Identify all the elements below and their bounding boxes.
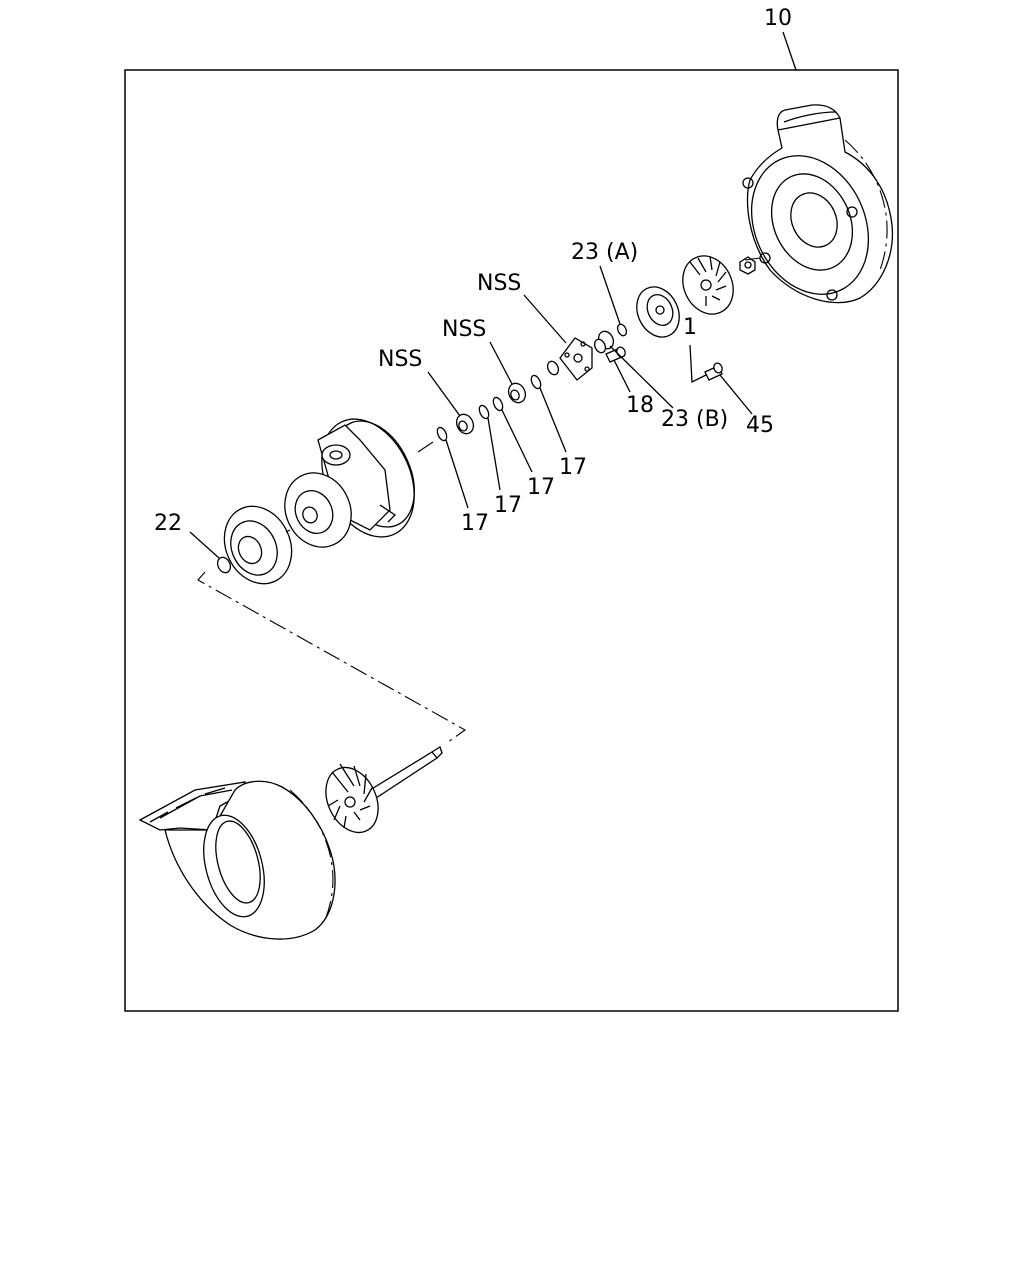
label-17-a: 17 <box>461 511 489 536</box>
snap-ring-17b <box>478 404 490 420</box>
center-housing <box>284 418 415 548</box>
callout-10: 10 <box>764 6 792 31</box>
leader-22 <box>189 531 220 559</box>
label-23a: 23 (A) <box>571 240 638 265</box>
label-17-d: 17 <box>559 455 587 480</box>
compressor-wheel <box>682 255 734 315</box>
leader-17-c <box>501 409 533 473</box>
label-22: 22 <box>154 511 182 536</box>
label-23b: 23 (B) <box>661 407 728 432</box>
label-18: 18 <box>626 393 654 418</box>
leader-23a <box>599 265 621 325</box>
heat-shield <box>223 505 293 585</box>
compressor-housing <box>742 104 894 304</box>
thrust-collar-23b <box>593 330 615 354</box>
journal-bearing-b <box>507 382 527 404</box>
leader-nss-bearing-a <box>427 371 461 417</box>
leader-nss-bearing-b <box>489 341 513 385</box>
label-17-b: 17 <box>494 493 522 518</box>
label-1: 1 <box>683 315 697 340</box>
snap-ring-17a <box>436 426 448 442</box>
lock-nut <box>739 256 756 275</box>
label-nss-plate: NSS <box>477 271 521 296</box>
o-ring-23a <box>616 323 628 337</box>
leader-nss-plate <box>523 294 567 344</box>
leader-17-b <box>487 417 501 491</box>
leader-23b <box>609 345 674 409</box>
label-nss-bearing-b: NSS <box>442 317 486 342</box>
turbine-shaft-wheel <box>325 746 443 834</box>
leader-1-bracket <box>689 344 707 384</box>
leader-45 <box>719 374 753 415</box>
leader-10 <box>782 31 797 71</box>
snap-ring-17d <box>530 374 542 390</box>
label-17-c: 17 <box>527 475 555 500</box>
label-45: 45 <box>746 413 774 438</box>
leader-18 <box>613 359 631 393</box>
seal-plate <box>636 286 680 338</box>
bolt-45 <box>704 362 723 381</box>
thrust-bearing-plate <box>559 337 593 381</box>
label-nss-bearing-a: NSS <box>378 347 422 372</box>
turbine-housing <box>138 780 336 940</box>
shaft-axis-line <box>197 571 467 743</box>
journal-bearing-a <box>455 413 475 435</box>
seal-ring-22 <box>216 556 232 574</box>
leader-17-d <box>539 387 567 453</box>
leader-17-a <box>445 439 469 509</box>
thrust-ring <box>546 360 560 376</box>
snap-ring-17c <box>492 396 504 412</box>
diagram-frame <box>124 69 899 1012</box>
